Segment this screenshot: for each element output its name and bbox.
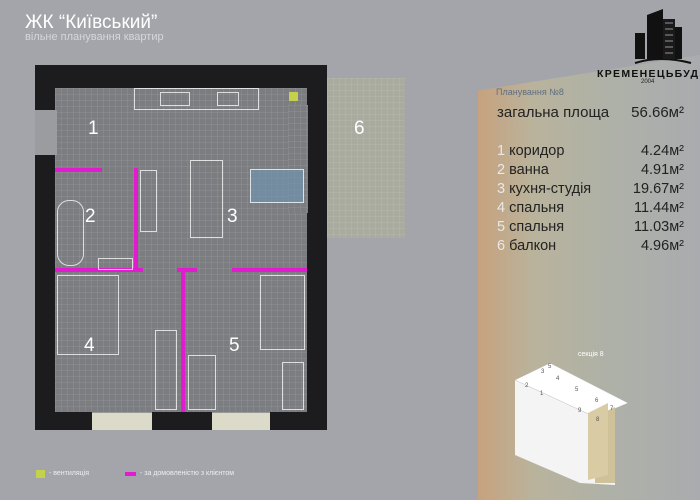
wardrobe [140, 170, 157, 232]
bed [57, 275, 119, 355]
window [212, 412, 270, 430]
svg-text:2: 2 [525, 383, 529, 389]
logo-year: 2004 [641, 79, 655, 85]
room-name: спальня [509, 219, 565, 235]
subtitle: вільне планування квартир [25, 31, 164, 43]
partition [55, 168, 102, 172]
section-label: секція 8 [578, 351, 604, 358]
room-index: 3 [497, 181, 506, 197]
stove [217, 92, 239, 106]
legend-ventilation: - вентиляція [49, 470, 90, 477]
room-number: 2 [85, 206, 96, 227]
legend-partition: - за домовленістю з клієнтом [140, 470, 235, 477]
sofa [190, 160, 223, 238]
building-logo-icon [634, 9, 692, 64]
room-number: 1 [88, 118, 99, 139]
room-number: 5 [229, 335, 240, 356]
ventilation-swatch [36, 470, 45, 478]
room-name: кухня-студія [509, 181, 592, 197]
svg-text:1: 1 [540, 391, 544, 397]
ventilation-shaft [289, 92, 298, 101]
room-name: ванна [509, 162, 549, 178]
partition [177, 268, 197, 272]
shelf [282, 362, 304, 410]
partition [134, 168, 138, 272]
shelf [155, 330, 177, 410]
room-index: 1 [497, 143, 506, 159]
partition [55, 268, 143, 272]
total-area-value: 56.66м² [631, 104, 684, 121]
room-name: коридор [509, 143, 565, 159]
svg-text:8: 8 [596, 417, 600, 423]
bed [260, 275, 305, 350]
room-index: 2 [497, 162, 506, 178]
room-index: 6 [497, 238, 506, 254]
partition-swatch [125, 472, 136, 476]
total-area-label: загальна площа [497, 104, 610, 121]
room-area: 4.24м² [640, 143, 684, 159]
sink [160, 92, 190, 106]
dining-table [250, 169, 304, 203]
room-area: 11.03м² [633, 219, 684, 235]
svg-text:6: 6 [595, 398, 599, 404]
room-number: 3 [227, 206, 238, 227]
window [92, 412, 152, 430]
logo-name: КРЕМЕНЕЦЬБУД [597, 68, 700, 80]
room-area: 4.91м² [640, 162, 684, 178]
partition [181, 268, 185, 412]
bathtub [57, 200, 84, 266]
block-label: 3 [541, 369, 545, 375]
svg-text:7: 7 [610, 406, 614, 412]
room-number: 4 [84, 335, 95, 356]
room-area: 4.96м² [640, 238, 684, 254]
svg-text:4: 4 [556, 376, 560, 382]
plan-label: Планування №8 [496, 87, 564, 97]
svg-text:5: 5 [548, 364, 552, 370]
room-area: 11.44м² [633, 200, 684, 216]
complex-title: ЖК “Київський” [25, 12, 158, 33]
room-index: 5 [497, 219, 506, 235]
partition [232, 268, 307, 272]
desk [188, 355, 216, 410]
room-number: 6 [354, 118, 365, 139]
svg-text:5: 5 [575, 387, 579, 393]
room-area: 19.67м² [632, 181, 684, 197]
svg-text:9: 9 [578, 408, 582, 414]
room-name: балкон [509, 238, 557, 254]
room-index: 4 [497, 200, 506, 216]
kitchen-counter [134, 88, 259, 110]
room-name: спальня [509, 200, 565, 216]
entrance [35, 110, 57, 155]
balcony-floor [327, 78, 405, 238]
washbasin [98, 258, 133, 270]
